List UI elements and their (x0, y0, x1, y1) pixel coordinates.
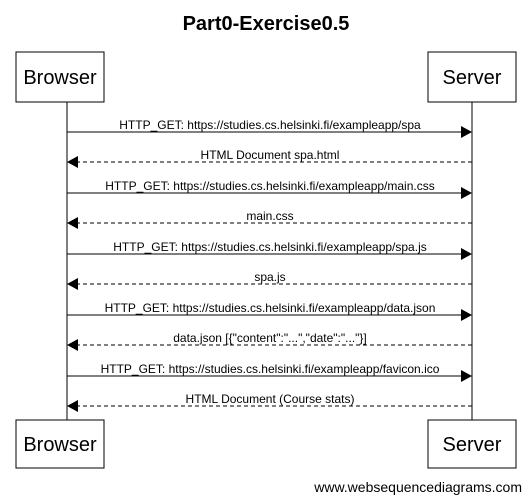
message-4: main.css (67, 209, 472, 229)
message-label: HTTP_GET: https://studies.cs.helsinki.fi… (105, 301, 436, 315)
message-7: HTTP_GET: https://studies.cs.helsinki.fi… (67, 301, 472, 321)
arrowhead-right (461, 309, 472, 321)
participant-server-bottom: Server (427, 419, 517, 469)
message-label: main.css (246, 209, 293, 223)
message-label: HTML Document spa.html (201, 148, 340, 162)
arrowhead-left (67, 278, 78, 290)
arrowhead-left (67, 400, 78, 412)
diagram-title: Part0-Exercise0.5 (183, 13, 350, 35)
arrowhead-left (67, 217, 78, 229)
participant-server-top: Server (427, 51, 517, 103)
message-label: HTTP_GET: https://studies.cs.helsinki.fi… (119, 118, 421, 132)
message-9: HTTP_GET: https://studies.cs.helsinki.fi… (67, 362, 472, 382)
arrowhead-left (67, 339, 78, 351)
message-label: HTML Document (Course stats) (186, 392, 355, 406)
arrowhead-right (461, 187, 472, 199)
message-2: HTML Document spa.html (67, 148, 472, 168)
arrowhead-right (461, 126, 472, 138)
participant-browser-top: Browser (15, 51, 105, 103)
participant-label: Server (443, 434, 502, 456)
participant-label: Browser (23, 434, 97, 456)
participant-label: Browser (23, 67, 97, 89)
arrowhead-right (461, 248, 472, 260)
arrowhead-left (67, 156, 78, 168)
message-label: spa.js (254, 270, 285, 284)
message-label: HTTP_GET: https://studies.cs.helsinki.fi… (101, 362, 440, 376)
participant-label: Server (443, 67, 502, 89)
message-10: HTML Document (Course stats) (67, 392, 472, 412)
message-label: HTTP_GET: https://studies.cs.helsinki.fi… (113, 240, 426, 254)
message-8: data.json [{"content":"...","date":"..."… (67, 331, 472, 351)
participant-browser-bottom: Browser (15, 419, 105, 469)
message-3: HTTP_GET: https://studies.cs.helsinki.fi… (67, 179, 472, 199)
watermark-text: www.websequencediagrams.com (313, 479, 522, 495)
message-5: HTTP_GET: https://studies.cs.helsinki.fi… (67, 240, 472, 260)
message-6: spa.js (67, 270, 472, 290)
arrowhead-right (461, 370, 472, 382)
message-label: HTTP_GET: https://studies.cs.helsinki.fi… (105, 179, 434, 193)
message-1: HTTP_GET: https://studies.cs.helsinki.fi… (67, 118, 472, 138)
message-label: data.json [{"content":"...","date":"..."… (173, 331, 367, 345)
